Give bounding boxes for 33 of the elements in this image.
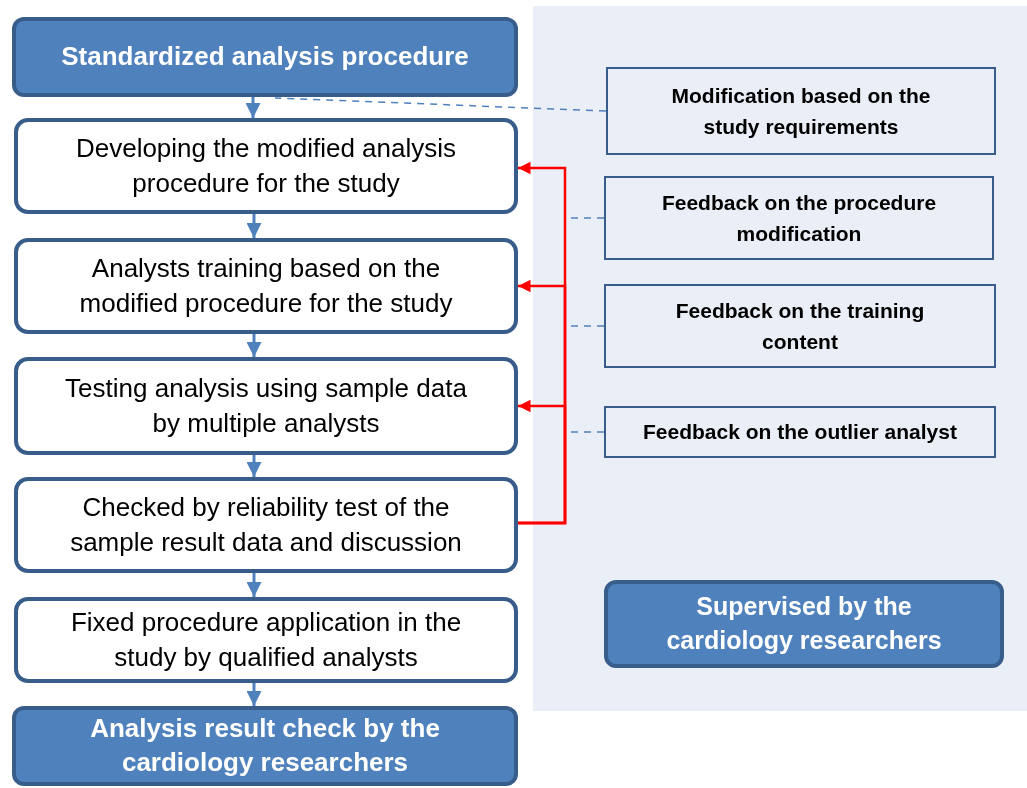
- process-box: [12, 706, 518, 786]
- arrow: [246, 455, 262, 477]
- arrow: [246, 683, 262, 706]
- arrow: [245, 97, 261, 118]
- box-text: Fixed procedure application in the study by qualified analysts: [69, 605, 463, 674]
- leader-line: [274, 97, 607, 112]
- note-box: [604, 176, 994, 260]
- box-text: Modification based on the study requirements: [670, 82, 932, 140]
- note-box: [604, 580, 1004, 668]
- process-box: [14, 597, 518, 683]
- process-box: [14, 357, 518, 455]
- box-text: Feedback on the training content: [674, 297, 926, 355]
- note-box: [604, 406, 996, 458]
- arrow: [246, 573, 262, 597]
- arrow: [246, 334, 262, 357]
- process-box: [12, 17, 518, 97]
- background-panel: [533, 6, 1027, 711]
- arrow: [246, 214, 262, 238]
- process-box: [14, 477, 518, 573]
- note-box: [604, 284, 996, 368]
- process-box: [14, 238, 518, 334]
- box-text: Developing the modified analysis procedure for the study: [74, 131, 458, 200]
- box-text: Checked by reliability test of the sample result data and discussion: [69, 490, 463, 559]
- box-text: Feedback on the procedure modification: [660, 189, 938, 247]
- box-text: Standardized analysis procedure: [60, 40, 470, 74]
- arrow: [518, 399, 567, 525]
- box-text: Analysts training based on the modified procedure for the study: [78, 251, 454, 320]
- note-box: [606, 67, 996, 155]
- box-text: Testing analysis using sample data by multiple analysts: [64, 371, 468, 440]
- box-text: Analysis result check by the cardiology researchers: [89, 712, 441, 779]
- process-box: [14, 118, 518, 214]
- box-text: Supervised by the cardiology researchers: [665, 591, 943, 656]
- box-text: Feedback on the outlier analyst: [642, 419, 958, 446]
